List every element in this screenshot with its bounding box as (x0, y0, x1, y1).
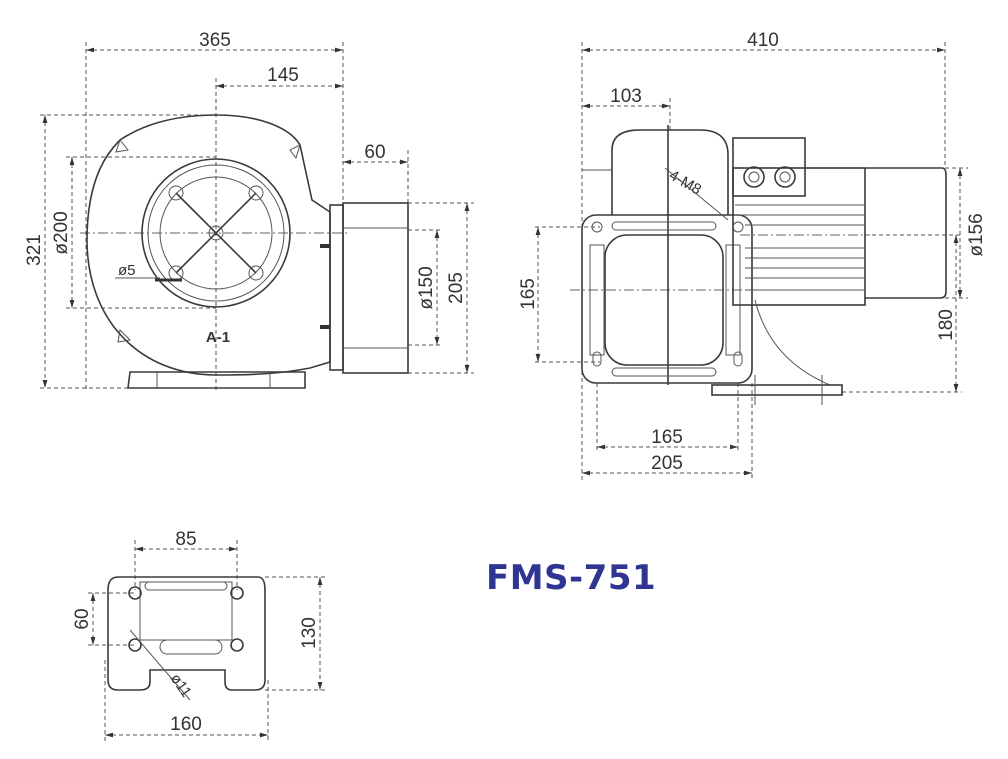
side-view: 410 103 4-M8 ø156 180 165 165 205 (518, 30, 987, 480)
dim-center-to-outlet: 145 (267, 65, 299, 86)
base-plate (107, 576, 266, 691)
dim-base-hole-diameter: ø11 (167, 671, 195, 701)
inlet-ring (141, 158, 291, 308)
dim-base-width: 160 (170, 714, 202, 735)
dim-outlet-flange: 205 (446, 272, 467, 304)
dim-frame-width: 205 (651, 453, 683, 474)
inlet-opening (604, 234, 724, 366)
dim-base-depth: 130 (299, 617, 320, 649)
thread-label: 4-M8 (666, 167, 704, 199)
motor-body (732, 167, 866, 306)
dim-outlet-diameter: ø150 (416, 266, 437, 309)
housing-marking: A-1 (206, 329, 230, 346)
model-title: FMS-751 (486, 558, 657, 598)
motor-foot (711, 384, 843, 396)
dim-housing-offset: 103 (610, 86, 642, 107)
dim-overall-height: 321 (24, 234, 45, 266)
dim-motor-diameter: ø156 (966, 213, 987, 256)
scroll-housing-side (611, 129, 729, 215)
base-view: 85 130 60 160 ø11 (72, 529, 326, 742)
dim-outlet-length: 60 (364, 142, 385, 163)
dim-inlet-diameter: ø200 (51, 211, 72, 254)
dim-overall-length: 410 (747, 30, 779, 51)
dim-hole-spacing-x: 85 (175, 529, 196, 550)
base-foot (127, 371, 306, 389)
dim-overall-width: 365 (199, 30, 231, 51)
outlet-duct (342, 202, 409, 374)
dim-hole-spacing-y: 60 (72, 608, 93, 629)
dim-shaft-height: 180 (936, 309, 957, 341)
dim-frame-height: 165 (518, 278, 539, 310)
dim-bolt-spacing: 165 (651, 427, 683, 448)
motor-end-cap (865, 167, 947, 299)
terminal-box (732, 137, 806, 197)
bracket-frame (581, 214, 753, 384)
front-view: 365 145 321 ø200 60 ø150 205 ø5 A-1 (24, 30, 474, 390)
outlet-flange (329, 204, 344, 371)
dim-hole-diameter: ø5 (118, 262, 136, 279)
